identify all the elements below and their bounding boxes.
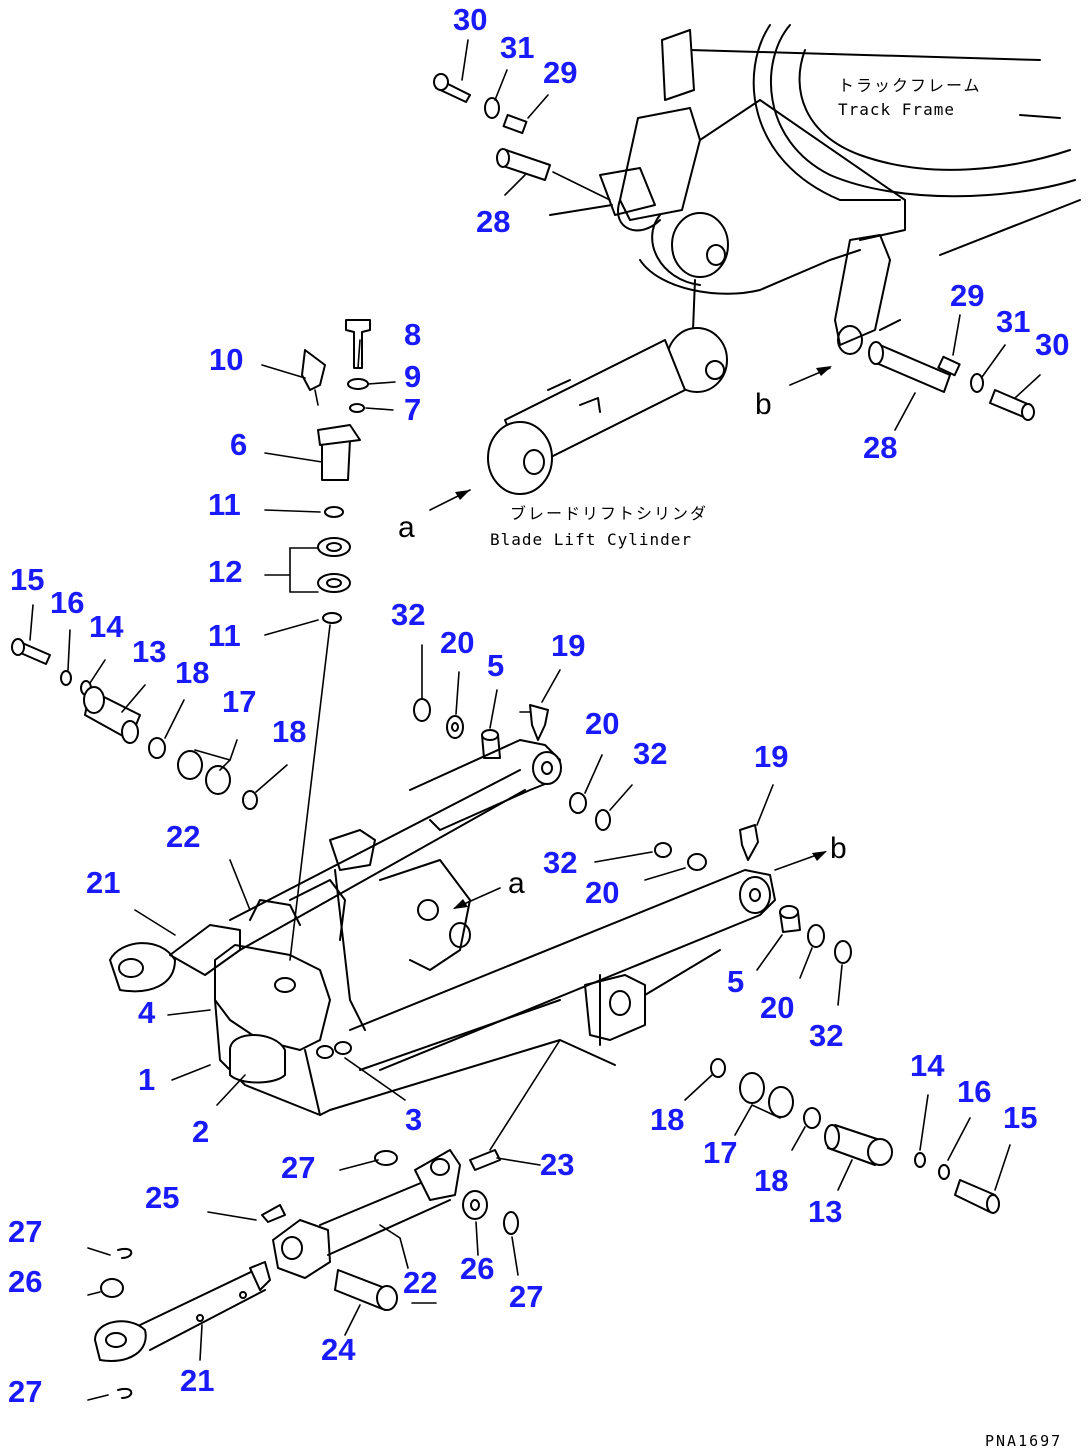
callout-31: 31	[996, 304, 1030, 339]
blade-lift-cylinder-label-en: Blade Lift Cylinder	[490, 530, 692, 549]
callout-20: 20	[585, 706, 619, 741]
callout-30: 30	[1035, 327, 1069, 362]
callout-27: 27	[8, 1374, 42, 1409]
callout-31: 31	[500, 30, 534, 65]
blade-frame	[109, 739, 776, 1116]
left-pin-set	[11, 638, 258, 810]
callout-15: 15	[1003, 1100, 1037, 1135]
track-frame	[689, 24, 1081, 256]
callout-19: 19	[551, 628, 585, 663]
callout-25: 25	[145, 1180, 179, 1215]
view-letter-b: b	[830, 832, 847, 865]
callout-27: 27	[281, 1150, 315, 1185]
pitch-strut-assembly	[94, 1039, 561, 1399]
callout-8: 8	[404, 317, 421, 352]
callout-16: 16	[50, 585, 84, 620]
callout-32: 32	[391, 597, 425, 632]
callout-17: 17	[222, 684, 256, 719]
callout-30: 30	[453, 2, 487, 37]
callout-14: 14	[89, 609, 124, 644]
callout-32: 32	[633, 736, 667, 771]
callout-13: 13	[808, 1194, 842, 1229]
callout-3: 3	[405, 1102, 422, 1137]
callout-13: 13	[132, 634, 166, 669]
view-letters: a b a b	[398, 388, 847, 900]
callout-9: 9	[404, 359, 421, 394]
callout-21: 21	[86, 865, 120, 900]
callout-18: 18	[272, 714, 306, 749]
callout-29: 29	[543, 55, 577, 90]
callout-26: 26	[460, 1251, 494, 1286]
callout-17: 17	[703, 1135, 737, 1170]
callout-26: 26	[8, 1264, 42, 1299]
callout-14: 14	[910, 1048, 945, 1083]
pin-28-top	[433, 73, 611, 201]
part-labels: トラックフレーム Track Frame ブレードリフトシリンダ Blade L…	[490, 76, 1062, 1450]
lift-cylinder-bracket	[549, 29, 906, 355]
grease-fitting-stack	[289, 319, 371, 961]
view-letter-b: b	[755, 388, 772, 421]
pin-28-right	[868, 341, 1035, 421]
callout-15: 15	[10, 562, 44, 597]
direction-arrows	[429, 366, 832, 909]
callout-27: 27	[509, 1279, 543, 1314]
callout-21: 21	[180, 1363, 214, 1398]
callout-22: 22	[403, 1265, 437, 1300]
callout-7: 7	[404, 392, 421, 427]
callout-10: 10	[209, 342, 243, 377]
leader-lines	[29, 39, 1041, 1401]
callout-22: 22	[166, 819, 200, 854]
callout-12: 12	[208, 554, 242, 589]
callout-32: 32	[543, 845, 577, 880]
callout-5: 5	[727, 964, 744, 999]
callout-27: 27	[8, 1214, 42, 1249]
callout-28: 28	[476, 204, 510, 239]
callout-19: 19	[754, 739, 788, 774]
blade-lift-cylinder-label-jp: ブレードリフトシリンダ	[510, 504, 708, 523]
callout-16: 16	[957, 1074, 991, 1109]
blade-lift-cylinder	[487, 279, 728, 495]
track-frame-label-en: Track Frame	[838, 100, 955, 119]
callout-29: 29	[950, 278, 984, 313]
track-frame-label-jp: トラックフレーム	[838, 76, 982, 95]
callout-20: 20	[440, 625, 474, 660]
callout-1: 1	[138, 1062, 155, 1097]
callout-11: 11	[208, 487, 241, 522]
callout-28: 28	[863, 430, 897, 465]
callout-20: 20	[760, 990, 794, 1025]
view-letter-a: a	[398, 511, 415, 544]
callout-2: 2	[192, 1114, 209, 1149]
callout-18: 18	[175, 655, 209, 690]
callout-18: 18	[754, 1163, 788, 1198]
callout-4: 4	[138, 995, 156, 1030]
callout-numbers: 30 31 29 28 8 10 9 7 6 11 12 11 29 31 30…	[8, 2, 1069, 1409]
right-pin-set	[710, 1058, 1000, 1214]
drawing-code: PNA1697	[985, 1432, 1062, 1450]
callout-20: 20	[585, 875, 619, 910]
callout-11: 11	[208, 618, 241, 653]
callout-32: 32	[809, 1018, 843, 1053]
callout-23: 23	[540, 1147, 574, 1182]
center-fittings	[413, 698, 852, 964]
callout-5: 5	[487, 648, 504, 683]
callout-18: 18	[650, 1102, 684, 1137]
view-letter-a: a	[508, 867, 525, 900]
callout-6: 6	[230, 427, 247, 462]
callout-24: 24	[321, 1332, 356, 1367]
